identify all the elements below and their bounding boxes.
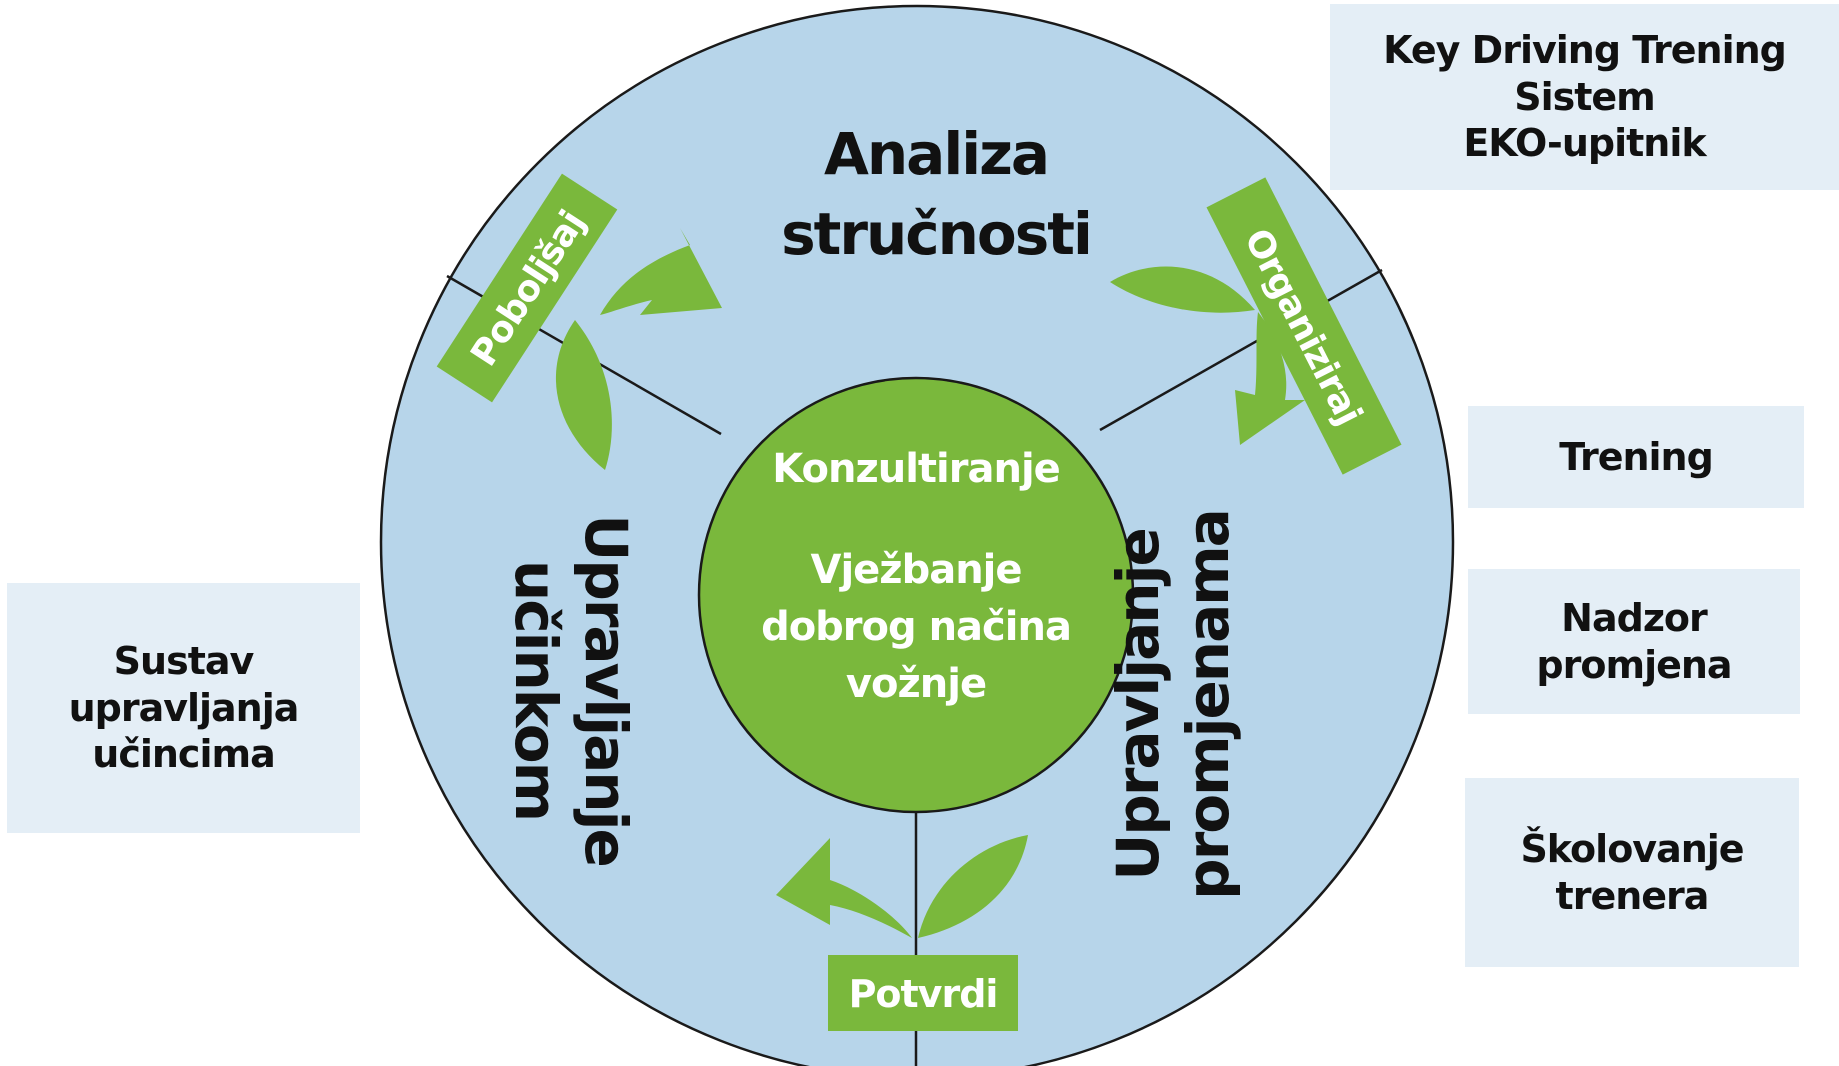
trainer-education-line-1: Školovanje bbox=[1520, 827, 1744, 872]
tag-confirm-label: Potvrdi bbox=[849, 972, 998, 1016]
trainer-education-line-2: trenera bbox=[1555, 873, 1710, 918]
center-circle bbox=[697, 376, 1135, 814]
performance-system-box: Sustav upravljanja učincima bbox=[7, 583, 360, 833]
segment-right-line-1: Upravljanje bbox=[1104, 529, 1172, 881]
divider-right bbox=[1099, 268, 1383, 432]
key-driving-line-2: Sistem bbox=[1514, 74, 1656, 119]
segment-left-line-2: učinkom bbox=[502, 560, 570, 820]
tag-confirm: Potvrdi bbox=[828, 955, 1018, 1031]
training-box: Trening bbox=[1468, 406, 1804, 508]
center-line-2a: Vježbanje bbox=[810, 547, 1021, 593]
leaf-arrow-icon-bottom bbox=[776, 835, 1028, 938]
trainer-education-box: Školovanje trenera bbox=[1465, 778, 1799, 967]
segment-top-line-2: stručnosti bbox=[781, 200, 1091, 268]
segment-top-line-1: Analiza bbox=[824, 120, 1048, 188]
performance-system-line-3: učincima bbox=[92, 732, 275, 777]
change-supervision-line-1: Nadzor bbox=[1561, 596, 1708, 641]
training-label: Trening bbox=[1559, 434, 1714, 479]
center-line-2b: dobrog načina bbox=[761, 604, 1071, 650]
segment-left-line-1: Upravljanje bbox=[572, 514, 640, 866]
change-supervision-line-2: promjena bbox=[1536, 642, 1732, 687]
center-line-1: Konzultiranje bbox=[772, 446, 1060, 492]
performance-system-line-2: upravljanja bbox=[68, 685, 300, 730]
leaf-arrow-icon-left bbox=[555, 228, 722, 470]
key-driving-line-3: EKO-upitnik bbox=[1463, 121, 1706, 166]
performance-system-line-1: Sustav bbox=[113, 639, 255, 684]
key-driving-line-1: Key Driving Trening bbox=[1383, 28, 1787, 73]
segment-right-line-2: promjenama bbox=[1174, 510, 1242, 900]
key-driving-box: Key Driving Trening Sistem EKO-upitnik bbox=[1330, 4, 1839, 190]
change-supervision-box: Nadzor promjena bbox=[1468, 569, 1800, 714]
center-line-2c: vožnje bbox=[846, 661, 986, 707]
leaf-arrow-icon-right bbox=[1110, 266, 1305, 445]
